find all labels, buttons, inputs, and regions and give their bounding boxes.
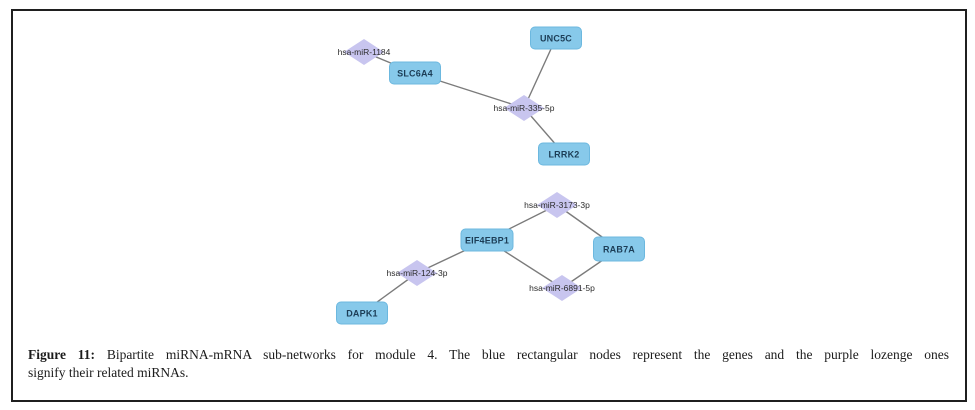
mirna-node-label: hsa-miR-1184: [337, 47, 391, 57]
gene-node-label: EIF4EBP1: [464, 235, 510, 245]
figure-caption-text: Bipartite miRNA-mRNA sub-networks for mo…: [106, 347, 950, 362]
mirna-node-label: hsa-miR-124-3p: [386, 268, 448, 278]
gene-node-label: UNC5C: [539, 33, 572, 43]
gene-node-slc6a4: SLC6A4: [389, 61, 441, 85]
mirna-node-hsa-mir-3173-3p: hsa-miR-3173-3p: [524, 192, 590, 218]
figure-border: [11, 9, 967, 402]
figure-caption-line2: signify their related miRNAs.: [28, 364, 189, 380]
figure-caption-line1: Figure 11: Bipartite miRNA-mRNA sub-netw…: [28, 346, 949, 364]
gene-node-label: RAB7A: [602, 244, 635, 254]
mirna-node-hsa-mir-1184: hsa-miR-1184: [338, 39, 390, 65]
mirna-node-label: hsa-miR-6891-5p: [529, 283, 595, 293]
gene-node-lrrk2: LRRK2: [538, 142, 590, 166]
gene-node-unc5c: UNC5C: [530, 26, 582, 50]
mirna-node-hsa-mir-335-5p: hsa-miR-335-5p: [494, 95, 554, 121]
gene-node-label: DAPK1: [346, 308, 378, 318]
gene-node-label: SLC6A4: [397, 68, 433, 78]
mirna-node-label: hsa-miR-3173-3p: [524, 200, 590, 210]
figure-caption-label: Figure 11:: [28, 347, 96, 362]
gene-node-label: LRRK2: [548, 149, 580, 159]
gene-node-dapk1: DAPK1: [336, 301, 388, 325]
mirna-node-label: hsa-miR-335-5p: [493, 103, 555, 113]
gene-node-rab7a: RAB7A: [593, 236, 645, 262]
mirna-node-hsa-mir-6891-5p: hsa-miR-6891-5p: [529, 275, 595, 301]
mirna-node-hsa-mir-124-3p: hsa-miR-124-3p: [387, 260, 447, 286]
figure-caption: Figure 11: Bipartite miRNA-mRNA sub-netw…: [28, 346, 949, 381]
gene-node-eif4ebp1: EIF4EBP1: [460, 228, 514, 252]
